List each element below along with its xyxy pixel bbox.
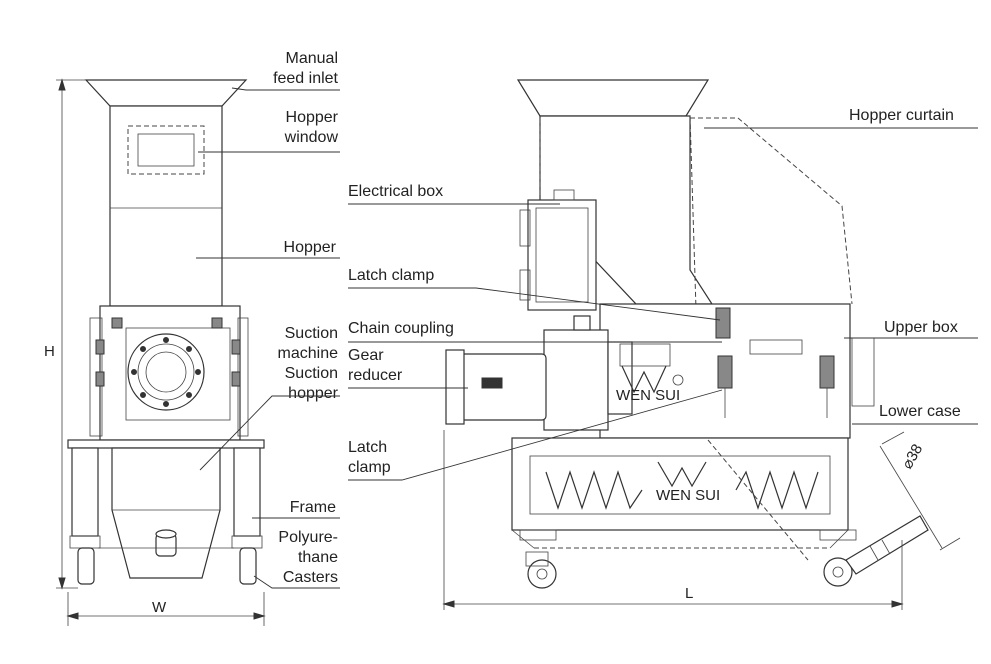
label-electrical-box: Electrical box <box>348 183 443 200</box>
label-suction-1: Suction <box>285 325 338 342</box>
latch-clamp-top <box>715 307 731 339</box>
front-caster-left <box>77 547 95 585</box>
label-casters-3: Casters <box>283 569 338 586</box>
side-caster-right <box>823 557 853 587</box>
dimension-length: L <box>685 585 693 602</box>
label-manual-feed-inlet-2: feed inlet <box>273 70 338 87</box>
front-caster-right <box>239 547 257 585</box>
electrical-box <box>527 199 597 311</box>
side-caster-left <box>527 559 557 589</box>
dimension-width: W <box>152 599 167 616</box>
label-suction-3: Suction <box>285 365 338 382</box>
suction-pipe-outlet <box>845 515 929 575</box>
label-suction-2: machine <box>278 345 339 362</box>
gear-reducer-motor <box>459 353 547 421</box>
label-upper-box: Upper box <box>884 319 958 336</box>
label-gear-reducer-1: Gear <box>348 347 384 364</box>
label-latch-clamp-bottom-2: clamp <box>348 459 391 476</box>
dimension-diameter: ⌀38 <box>899 441 927 472</box>
front-labels: Manual feed inlet Hopper window Hopper S… <box>196 50 340 589</box>
label-latch-clamp-bottom-1: Latch <box>348 439 387 456</box>
manual-feed-inlet-funnel <box>84 79 248 107</box>
label-casters-2: thane <box>298 549 338 566</box>
hopper-curtain <box>690 117 853 305</box>
front-rotor-flange <box>127 333 205 411</box>
label-suction-4: hopper <box>288 385 338 402</box>
lower-case <box>511 437 849 531</box>
label-latch-clamp-top: Latch clamp <box>348 267 434 284</box>
label-lower-case: Lower case <box>879 403 961 420</box>
label-chain-coupling: Chain coupling <box>348 320 454 337</box>
front-frame-plate <box>67 439 265 449</box>
dimension-height: H <box>44 343 55 360</box>
label-hopper-curtain: Hopper curtain <box>849 107 954 124</box>
label-hopper-window-1: Hopper <box>286 109 339 126</box>
label-gear-reducer-2: reducer <box>348 367 403 384</box>
side-labels: Hopper curtain Electrical box Latch clam… <box>348 107 978 481</box>
front-leg-left <box>71 447 99 537</box>
label-casters-1: Polyure- <box>278 529 338 546</box>
latch-clamp-right <box>819 355 835 389</box>
front-hopper-body <box>109 105 223 307</box>
front-leg-right <box>233 447 261 537</box>
side-view: WEN SUI WEN SUI <box>445 79 929 589</box>
suction-hopper <box>111 447 221 579</box>
label-manual-feed-inlet-1: Manual <box>286 50 338 67</box>
vent-zigzag-right <box>735 470 819 510</box>
front-view <box>67 79 265 585</box>
latch-clamp-left <box>717 355 733 389</box>
label-hopper: Hopper <box>284 239 337 256</box>
brand-text-upper: WEN SUI <box>616 387 680 404</box>
vent-zigzag-left <box>545 470 643 510</box>
label-frame: Frame <box>290 499 336 516</box>
brand-logo-lower: WEN SUI <box>656 461 720 504</box>
brand-text-lower: WEN SUI <box>656 487 720 504</box>
label-hopper-window-2: window <box>284 129 339 146</box>
brand-logo-upper: WEN SUI <box>616 365 684 404</box>
front-dimensions: H W <box>44 78 266 626</box>
chain-coupling-housing <box>543 329 609 431</box>
hopper-window <box>127 125 205 175</box>
side-feed-funnel <box>516 79 710 117</box>
